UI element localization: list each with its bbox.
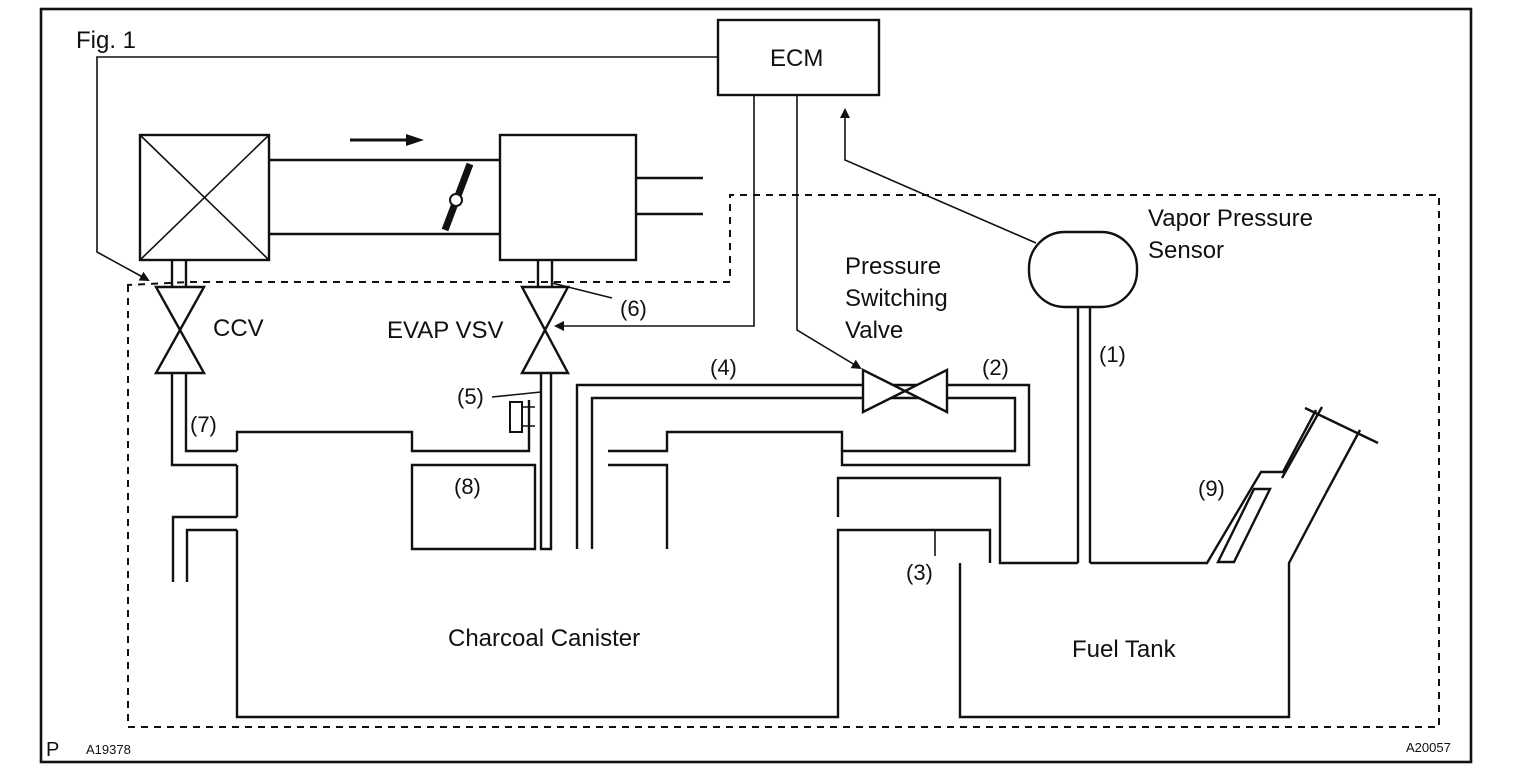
corner-letter: P — [46, 739, 59, 761]
vapor-pressure-sensor-label-line1: Vapor Pressure — [1148, 205, 1313, 232]
callout-5-leader — [491, 391, 542, 398]
ccv-valve-icon — [153, 285, 207, 375]
fuel-filler-neck-icon — [1216, 406, 1379, 564]
ecm-to-evap-vsv-signal-line — [554, 95, 755, 331]
canister-upper-port — [608, 430, 844, 549]
port-5-restrictor-icon — [509, 401, 535, 433]
evap-vsv-upper-pipe — [536, 260, 554, 287]
callout-4: (4) — [710, 355, 737, 380]
pressure-switching-valve-label-line1: Pressure — [845, 253, 941, 280]
pressure-switching-valve-label-line3: Valve — [845, 317, 903, 344]
intake-manifold-box — [498, 133, 638, 262]
evap-vsv-valve-icon — [519, 285, 571, 375]
callout-6-leader — [551, 282, 613, 299]
callout-5: (5) — [457, 384, 484, 409]
ecm-box — [716, 18, 881, 97]
ccv-label: CCV — [213, 315, 264, 342]
vapor-pressure-sensor-label-line2: Sensor — [1148, 237, 1224, 264]
ecm-to-ccv-signal-line — [96, 56, 718, 281]
airflow-arrow-icon — [350, 134, 424, 146]
fuel-tank-label: Fuel Tank — [1072, 636, 1177, 663]
callout-8: (8) — [454, 474, 481, 499]
ccv-lower-pipe — [170, 373, 237, 467]
callout-1: (1) — [1099, 342, 1126, 367]
canister-inner-partition — [410, 463, 537, 551]
figure-code-left: A19378 — [86, 742, 131, 757]
throttle-valve-icon — [441, 162, 474, 232]
charcoal-canister-body — [235, 373, 1031, 719]
callout-7: (7) — [190, 412, 217, 437]
callout-6: (6) — [620, 296, 647, 321]
vapor-pressure-sensor — [1027, 230, 1139, 309]
ecm-to-switching-valve-signal-line — [796, 95, 862, 370]
callout-3: (3) — [906, 560, 933, 585]
figure-frame — [39, 7, 1473, 764]
ccv-upper-pipe — [170, 260, 188, 287]
air-cleaner-icon — [138, 133, 271, 262]
evap-vsv-label: EVAP VSV — [387, 317, 504, 344]
fuel-tank-body — [958, 409, 1328, 719]
charcoal-canister-label: Charcoal Canister — [448, 625, 640, 652]
system-boundary-dashed — [127, 194, 1440, 728]
figure-caption: Fig. 1 — [76, 27, 136, 54]
canister-right-port — [842, 476, 1078, 565]
callout-9: (9) — [1198, 476, 1225, 501]
sensor-pipe — [1076, 307, 1092, 563]
figure-code-right: A20057 — [1406, 740, 1451, 755]
sensor-to-ecm-signal-line — [840, 108, 1037, 244]
pressure-switching-valve-icon — [861, 368, 949, 414]
callout-2: (2) — [982, 355, 1009, 380]
ecm-label: ECM — [770, 45, 823, 72]
atmosphere-vent-pipe — [171, 515, 237, 582]
pressure-switching-valve-label-line2: Switching — [845, 285, 948, 312]
